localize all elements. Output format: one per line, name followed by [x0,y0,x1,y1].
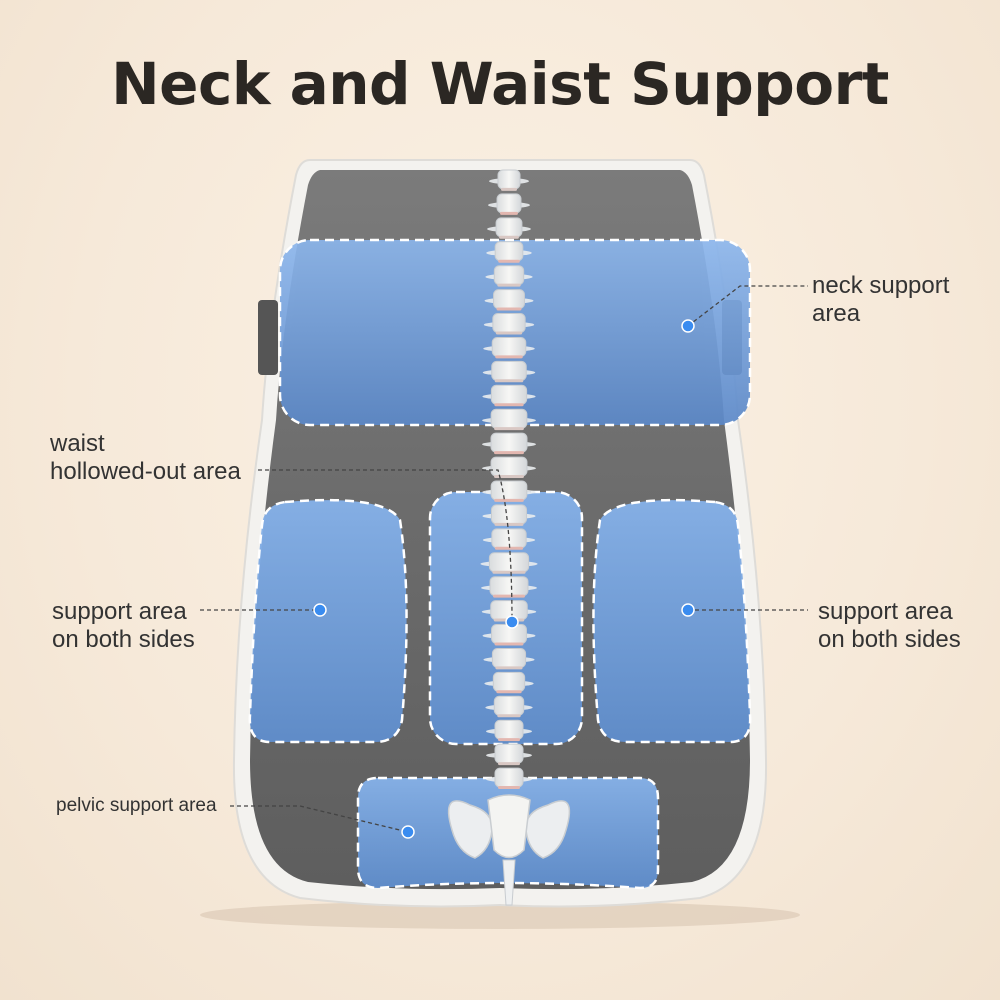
vertebra [486,767,532,789]
vertebra [482,456,536,478]
vertebra [485,265,533,287]
vertebra [484,289,534,311]
vertebra [482,360,536,383]
page-title: Neck and Waist Support [111,50,889,118]
vertebra [488,193,530,215]
right-side-label-line2: on both sides [818,626,961,653]
vertebra [482,384,536,407]
vertebra [481,576,537,598]
vertebra [483,336,535,359]
pelvis-illustration [447,794,571,859]
vertebra [482,432,536,455]
vertebra [483,647,535,670]
neck-label-line1: neck support [812,272,950,299]
left-side-support-zone [248,498,408,744]
right-side-label-line1: support area [818,598,953,625]
pelvic-support-label: pelvic support area [56,795,217,816]
right-side-support-label: support area on both sides [818,598,961,654]
left-side-label-line2: on both sides [52,626,195,653]
vertebra [483,313,535,335]
waist-label: waist hollowed-out area [50,430,241,486]
coccyx [502,859,516,906]
callout-lines [200,285,808,833]
vertebra [485,695,533,718]
vertebra [486,743,532,766]
vertebra [482,624,536,646]
neck-label-line2: area [812,300,861,327]
vertebra [487,217,531,239]
left-side-label-line1: support area [52,598,187,625]
vertebra [482,480,536,502]
right-side-support-zone [592,498,752,744]
neck-support-label: neck support area [812,272,949,328]
vertebra [482,408,536,431]
callout-dots [313,319,695,839]
vertebra [486,719,532,742]
waist-label-line2: hollowed-out area [50,458,241,485]
left-side-support-label: support area on both sides [52,598,195,654]
vertebra [489,169,529,191]
vertebra [484,671,534,694]
vertebra [486,241,532,263]
vertebra [482,504,536,526]
waist-label-line1: waist [50,430,105,457]
spine-illustration [480,169,538,906]
vertebra [480,552,538,574]
